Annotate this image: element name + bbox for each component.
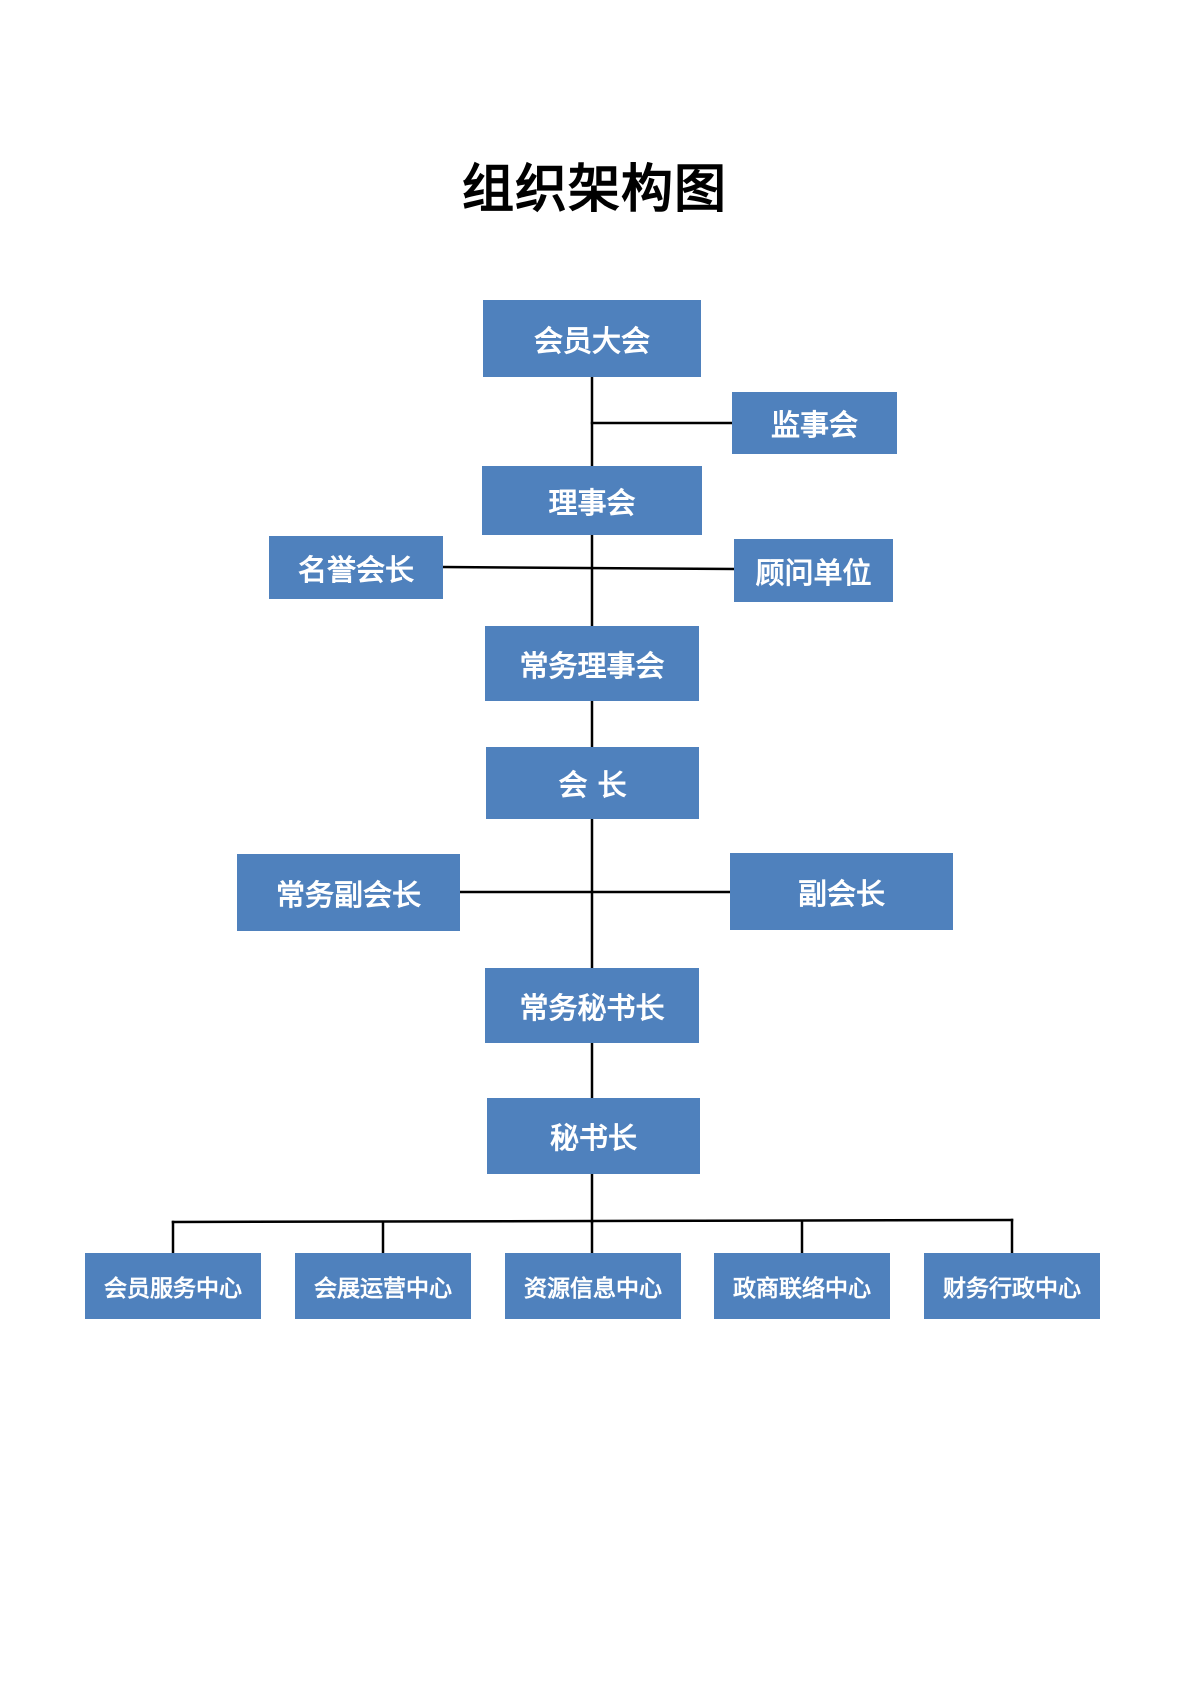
node-vice-president: 副会长 (730, 853, 953, 930)
page-title: 组织架构图 (461, 160, 727, 220)
node-supervisory-board: 监事会 (732, 392, 897, 454)
node-center-resource-information: 资源信息中心 (505, 1253, 681, 1319)
node-standing-council: 常务理事会 (485, 626, 699, 701)
node-center-government-liaison: 政商联络中心 (714, 1253, 890, 1319)
node-center-finance-administration: 财务行政中心 (924, 1253, 1100, 1319)
node-general-assembly: 会员大会 (483, 300, 701, 377)
node-council: 理事会 (482, 466, 702, 535)
node-executive-vice-president: 常务副会长 (237, 854, 460, 931)
connector-honorary-advisor (441, 565, 736, 571)
node-advisory-units: 顾问单位 (734, 539, 893, 602)
node-center-exhibition-operations: 会展运营中心 (295, 1253, 471, 1319)
node-executive-secretary-general: 常务秘书长 (485, 968, 699, 1043)
node-honorary-president: 名誉会长 (269, 536, 443, 599)
node-center-member-services: 会员服务中心 (85, 1253, 261, 1319)
node-secretary-general: 秘书长 (487, 1098, 700, 1174)
node-president: 会 长 (486, 747, 699, 819)
